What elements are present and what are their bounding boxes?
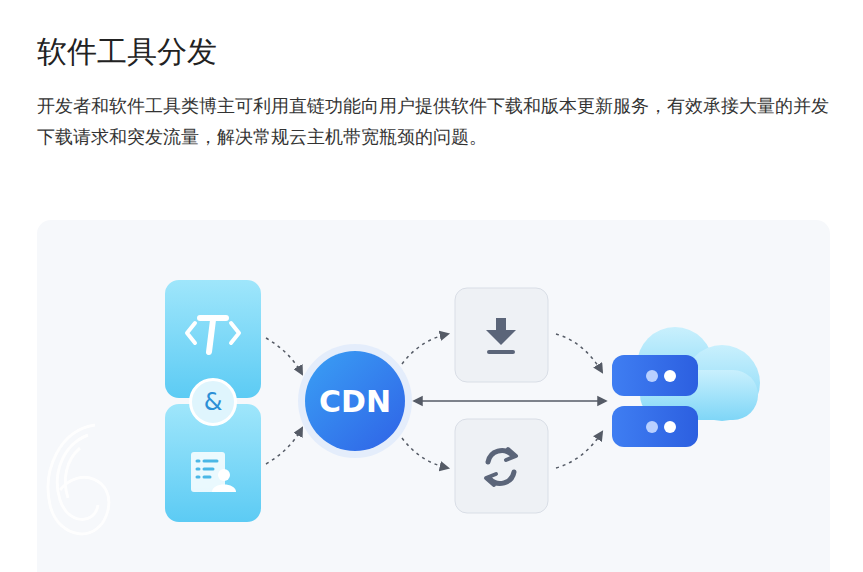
node-label: & — [204, 388, 223, 416]
server-unit — [612, 355, 698, 396]
sync-arrow — [414, 397, 606, 405]
cdn-circle: CDN — [305, 351, 405, 451]
ampersand-circle: & — [189, 378, 237, 426]
update-tile — [455, 419, 548, 513]
server-lights — [646, 370, 676, 433]
panel — [37, 220, 830, 572]
server-unit — [612, 406, 698, 447]
cdn-halo — [298, 344, 412, 458]
blogger-icon — [191, 452, 236, 492]
download-tile — [455, 288, 548, 382]
description-text: 开发者和软件工具类博主可利用直链功能向用户提供软件下载和版本更新服务，有效承接大… — [37, 90, 837, 152]
node-label: CDN — [319, 384, 391, 419]
code-tool-icon — [187, 318, 239, 352]
download-icon — [486, 318, 516, 354]
watermark-logo — [48, 425, 109, 534]
refresh-icon — [486, 449, 516, 485]
flow-arrow — [266, 334, 602, 468]
heading: 软件工具分发 — [37, 32, 217, 73]
